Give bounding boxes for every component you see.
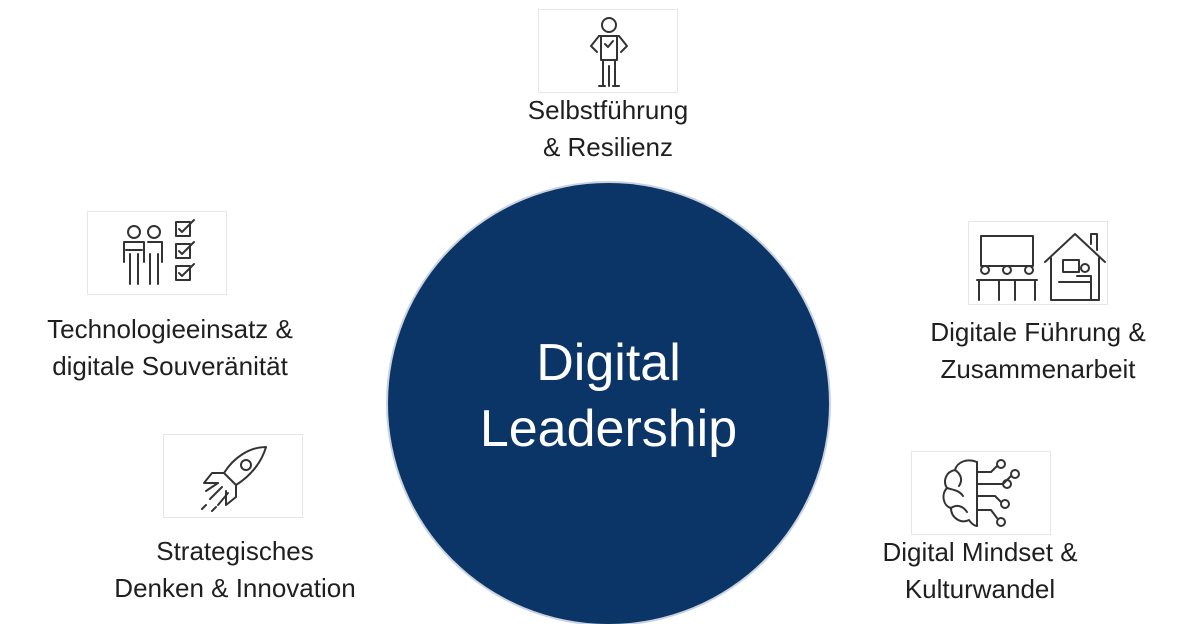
node-digitale-fuehrung-label: Digitale Führung & Zusammenarbeit [930, 317, 1146, 384]
node-digital-mindset-label: Digital Mindset & Kulturwandel [882, 537, 1078, 604]
node-technologieeinsatz-label: Technologieeinsatz & digitale Souveränit… [47, 314, 293, 381]
center-title-line1: Digital [536, 334, 681, 392]
person-standing-icon [538, 9, 678, 93]
center-title-line2: Leadership [479, 400, 738, 458]
node-strategisches-denken-label: Strategisches Denken & Innovation [114, 536, 356, 603]
node-selbstfuehrung-label: Selbstführung & Resilienz [527, 95, 689, 162]
center-title: Digital Leadership [388, 330, 829, 462]
center-circle [388, 183, 829, 624]
meeting-home-office-icon [968, 221, 1108, 305]
rocket-icon [163, 434, 303, 518]
team-checklist-icon [87, 211, 227, 295]
brain-circuit-icon [911, 451, 1051, 535]
